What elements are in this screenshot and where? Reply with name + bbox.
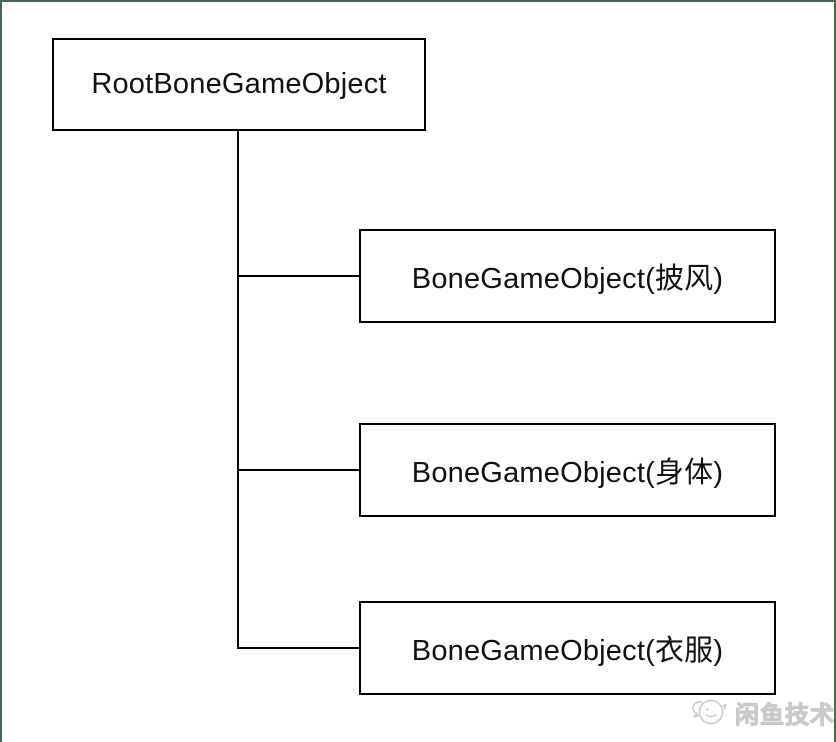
connector-branch-1 — [238, 275, 359, 277]
node-root-label: RootBoneGameObject — [91, 68, 387, 100]
node-child-label: BoneGameObject(身体) — [411, 457, 724, 489]
watermark-text: 闲鱼技术 — [735, 701, 835, 729]
connector-branch-3 — [238, 647, 359, 649]
node-bone-game-object-clothes: BoneGameObject(衣服) — [359, 601, 776, 695]
node-child-label: BoneGameObject(披风) — [411, 263, 724, 295]
node-root-bone-game-object: RootBoneGameObject — [52, 38, 426, 131]
xianyu-double-bubble-logo-icon — [690, 694, 730, 730]
node-child-label: BoneGameObject(衣服) — [411, 635, 724, 667]
node-bone-game-object-cape: BoneGameObject(披风) — [359, 229, 776, 323]
connector-trunk — [237, 131, 239, 649]
connector-branch-2 — [238, 469, 359, 471]
node-bone-game-object-body: BoneGameObject(身体) — [359, 423, 776, 517]
watermark: 闲鱼技术 — [690, 694, 835, 730]
